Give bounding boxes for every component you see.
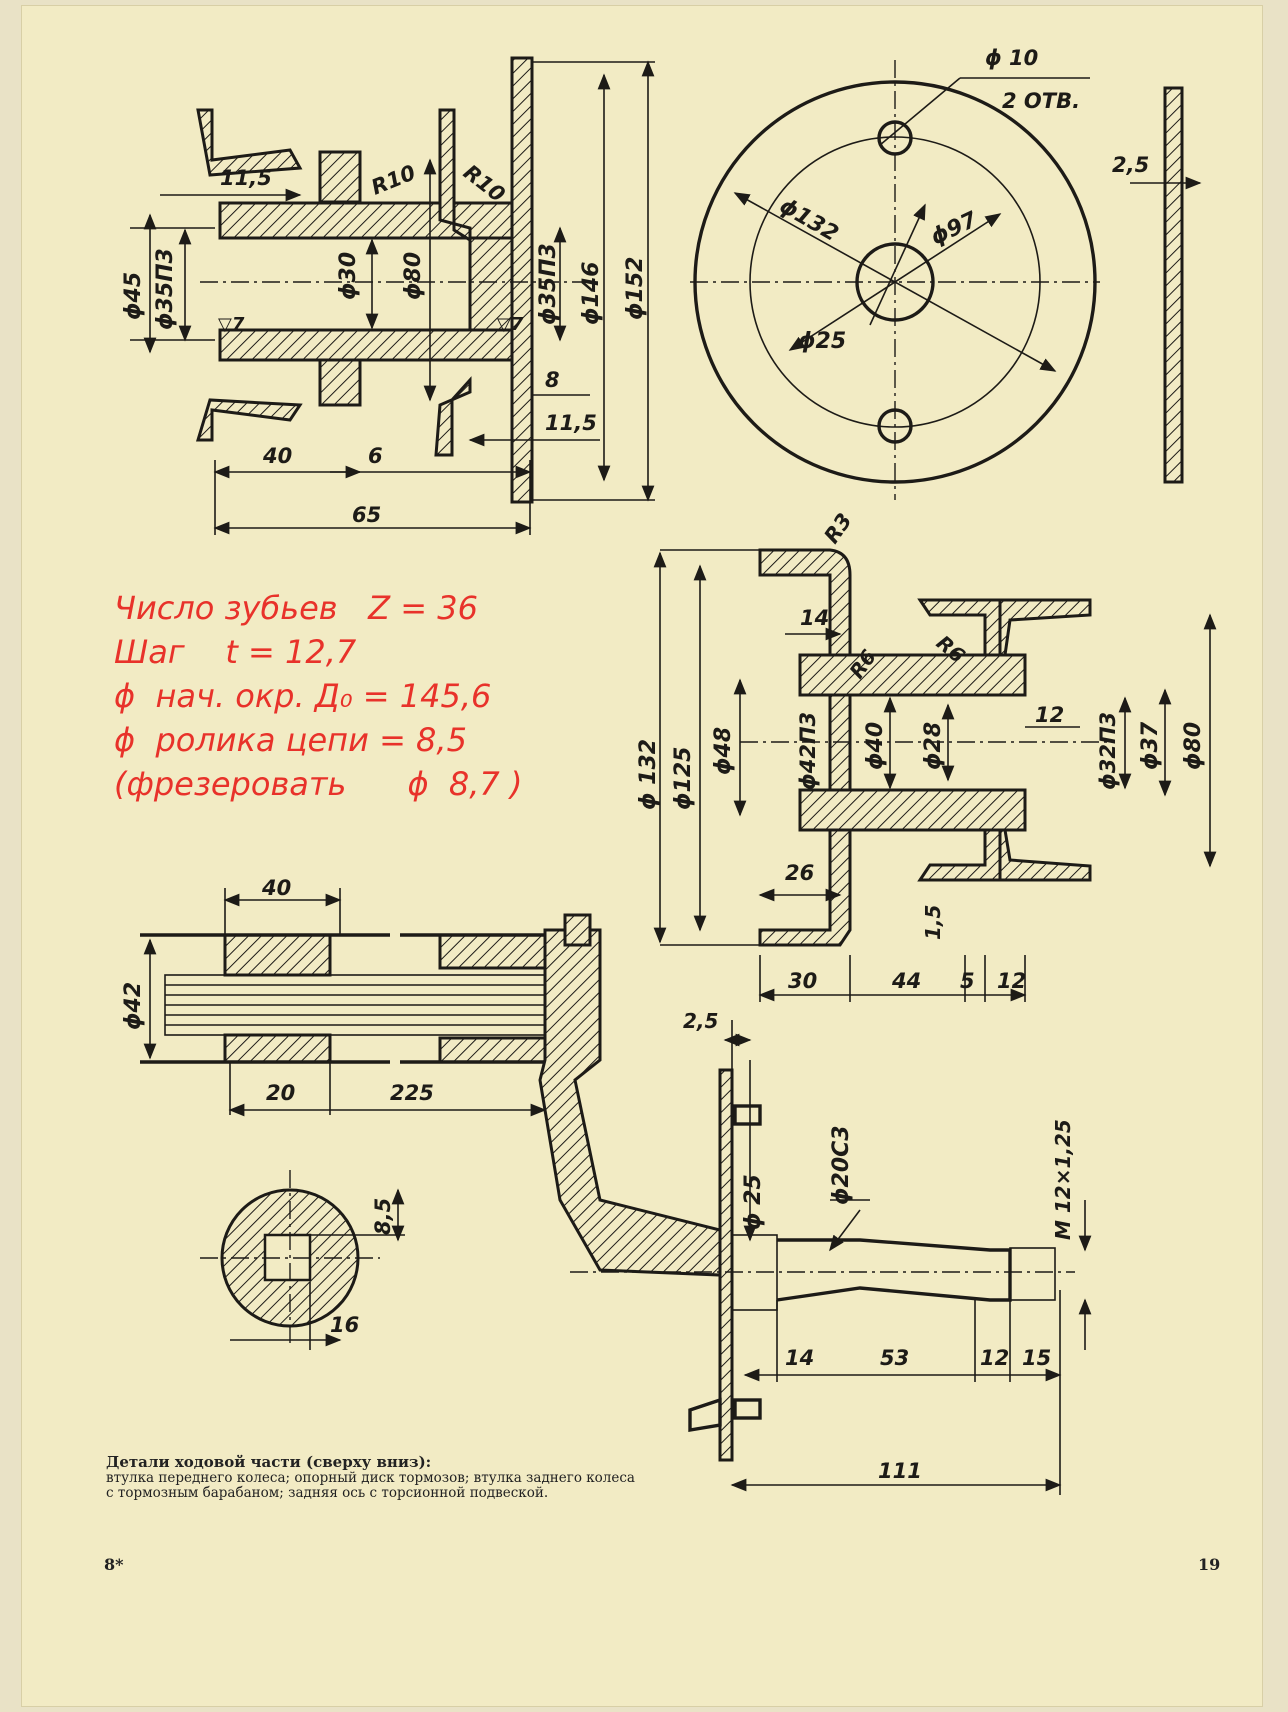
dim-14-axle: 14 xyxy=(785,1346,814,1370)
dim-20: 20 xyxy=(266,1081,295,1105)
dim-d146: ϕ146 xyxy=(579,262,604,325)
dimension-labels: 11,5 R10 R10 ϕ45 ϕ35П3 ϕ30 ϕ80 ϕ35П3 ϕ14… xyxy=(121,46,1206,1483)
dim-15: 15 xyxy=(1022,1346,1051,1370)
dim-2-holes: 2 ОТВ. xyxy=(1002,89,1080,113)
dim-d42p3: ϕ42П3 xyxy=(796,712,820,790)
dim-d125: ϕ125 xyxy=(671,747,696,810)
dim-d30: ϕ30 xyxy=(336,252,361,300)
shaft-cross-section xyxy=(200,1170,405,1350)
dim-d45: ϕ45 xyxy=(121,272,146,320)
dim-6: 6 xyxy=(368,444,383,468)
note-pitch-circle: ϕ нач. окр. Д₀ = 145,6 xyxy=(114,677,492,715)
stub-axle-section xyxy=(570,1020,1092,1495)
figure-caption: Детали ходовой части (сверху вниз): втул… xyxy=(106,1455,646,1501)
front-hub-section xyxy=(130,56,655,535)
dim-111: 111 xyxy=(878,1459,922,1483)
dim-r3: R3 xyxy=(819,509,856,548)
dim-m12: М 12×1,25 xyxy=(1051,1119,1075,1240)
dim-8: 8 xyxy=(545,368,560,392)
dim-225: 225 xyxy=(390,1081,434,1105)
caption-text: втулка переднего колеса; опорный диск то… xyxy=(106,1470,635,1501)
dim-r10b: R10 xyxy=(459,160,510,207)
dim-40-axle: 40 xyxy=(261,876,291,900)
dim-d132-hub2: ϕ 132 xyxy=(636,739,661,810)
dim-d32p3: ϕ32П3 xyxy=(1096,712,1120,790)
dim-2-5-disk: 2,5 xyxy=(1112,153,1149,177)
dim-d35p3: ϕ35П3 xyxy=(153,248,178,330)
dim-2-5-axle: 2,5 xyxy=(683,1009,718,1033)
dim-40: 40 xyxy=(262,444,292,468)
dim-r10a: R10 xyxy=(368,160,419,199)
dim-d48: ϕ48 xyxy=(711,727,736,775)
brake-disk-view xyxy=(690,60,1202,500)
dim-53: 53 xyxy=(880,1346,909,1370)
dim-d80: ϕ80 xyxy=(401,252,426,300)
note-mill: (фрезеровать ϕ 8,7 ) xyxy=(114,765,523,803)
dim-d42: ϕ42 xyxy=(121,982,146,1030)
dim-d35p3b: ϕ35П3 xyxy=(536,243,561,325)
dim-65: 65 xyxy=(352,503,381,527)
note-pitch: Шаг t = 12,7 xyxy=(114,633,357,671)
note-roller: ϕ ролика цепи = 8,5 xyxy=(114,721,467,759)
dim-d28: ϕ28 xyxy=(921,722,946,770)
dim-12-hub2: 12 xyxy=(1035,703,1064,727)
axle-section xyxy=(140,888,722,1277)
dim-d25-disk: ϕ25 xyxy=(798,329,846,354)
dim-26: 26 xyxy=(785,861,814,885)
rear-hub-section xyxy=(653,548,1217,1002)
note-teeth: Число зубьев Z = 36 xyxy=(114,589,478,627)
dim-44: 44 xyxy=(891,969,921,993)
dim-d80-hub2: ϕ80 xyxy=(1181,722,1206,770)
dim-12-axle: 12 xyxy=(980,1346,1009,1370)
caption-title: Детали ходовой части (сверху вниз): xyxy=(106,1453,432,1471)
dim-8-5: 8,5 xyxy=(371,1198,395,1235)
dim-1-5: 1,5 xyxy=(921,905,945,940)
dim-d25-axle: ϕ 25 xyxy=(741,1174,766,1230)
dim-d10: ϕ 10 xyxy=(985,46,1038,70)
page-number: 19 xyxy=(1198,1555,1221,1574)
dim-14-hub2: 14 xyxy=(800,606,829,630)
dim-d132-disk: ϕ132 xyxy=(775,194,842,247)
dim-d40: ϕ40 xyxy=(863,722,888,770)
dim-30: 30 xyxy=(788,969,817,993)
dim-5: 5 xyxy=(960,969,975,993)
dim-d20c3: ϕ20С3 xyxy=(829,1125,854,1205)
dim-11-5: 11,5 xyxy=(220,166,272,190)
dim-d152: ϕ152 xyxy=(623,257,648,320)
dim-roughness-7a: ▽7 xyxy=(218,314,245,335)
page-marker-left: 8* xyxy=(104,1555,124,1574)
dim-d37: ϕ37 xyxy=(1138,721,1163,770)
dim-12b-hub2: 12 xyxy=(997,969,1026,993)
dim-11-5b: 11,5 xyxy=(545,411,597,435)
dim-roughness-7b: ▽7 xyxy=(497,314,524,335)
dim-16: 16 xyxy=(330,1313,359,1337)
